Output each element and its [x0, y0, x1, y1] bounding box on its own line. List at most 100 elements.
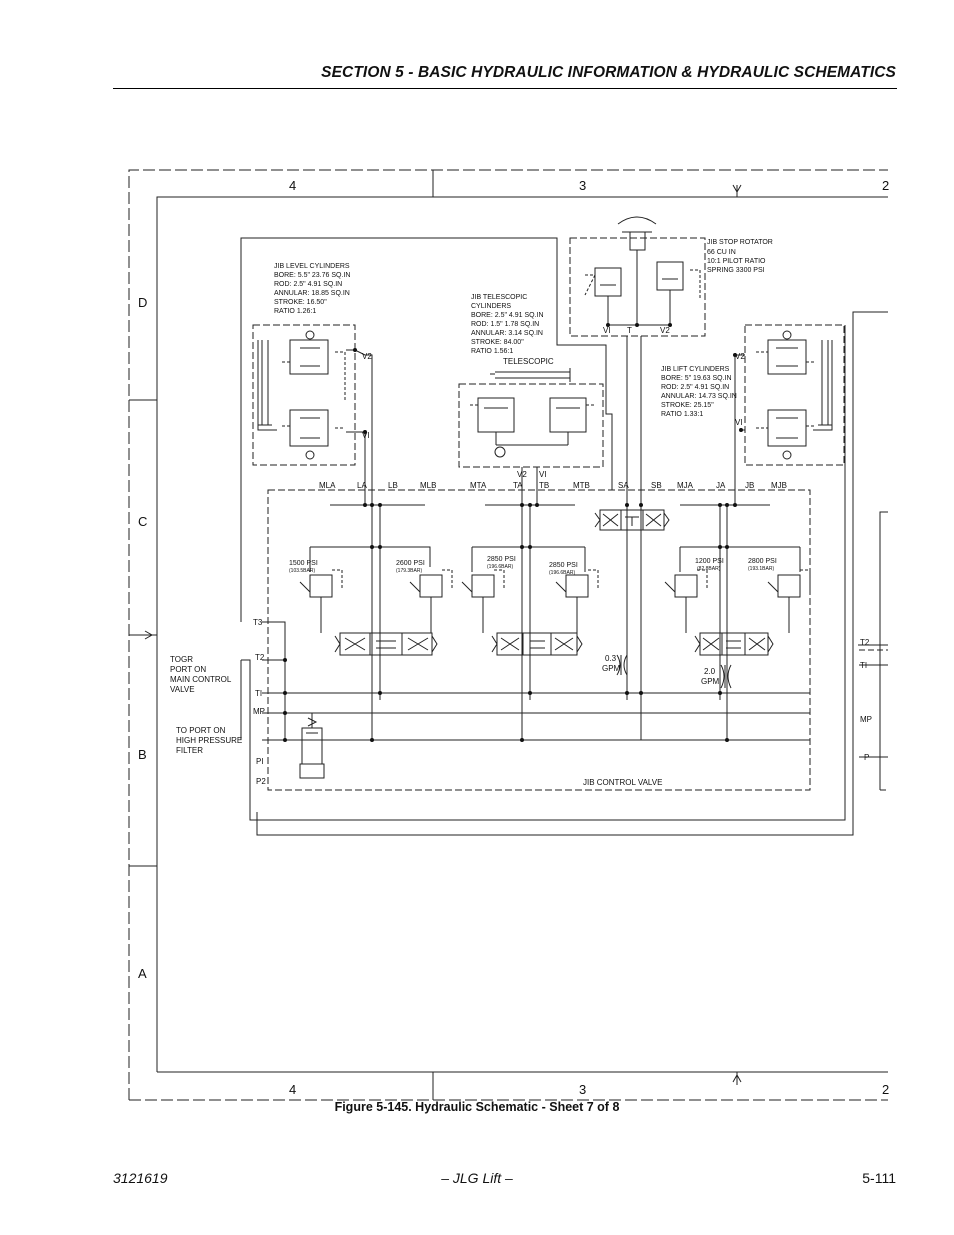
- label-t-rotator: T: [627, 326, 632, 335]
- manual-pump-valve: [299, 713, 325, 779]
- port-mp: MP: [253, 707, 265, 716]
- port-mla: MLA: [319, 481, 336, 490]
- frame-inner-border: [156, 196, 888, 1073]
- relief-5-bar: (82.8BAR): [697, 566, 721, 572]
- figure-caption: Figure 5-145. Hydraulic Schematic - Shee…: [334, 1100, 620, 1114]
- jib-control-valve-box: [267, 489, 811, 791]
- svg-text:JIB STOP ROTATOR: JIB STOP ROTATOR: [707, 239, 773, 246]
- zone-row-d: D: [138, 295, 147, 310]
- svg-text:VALVE: VALVE: [170, 685, 195, 694]
- port-p-right: P: [864, 753, 869, 762]
- svg-text:CYLINDERS: CYLINDERS: [471, 303, 511, 310]
- port-mta: MTA: [470, 481, 487, 490]
- port-mtb: MTB: [573, 481, 590, 490]
- label-v1-right: VI: [735, 418, 743, 427]
- orifice-1-unit: GPM: [602, 664, 621, 673]
- directional-valve-stop: [594, 509, 670, 531]
- label-v1-tele: VI: [539, 470, 547, 479]
- frame-outer-border: [128, 169, 888, 1100]
- port-p1: PI: [256, 757, 264, 766]
- stop-rotator-box: [569, 237, 706, 337]
- zone-col-2-top: 2: [882, 178, 889, 193]
- svg-text:JIB TELESCOPIC: JIB TELESCOPIC: [471, 294, 527, 301]
- port-p2: P2: [256, 777, 266, 786]
- orifice-1-value: 0.3: [605, 654, 617, 663]
- port-mp-right: MP: [860, 715, 872, 724]
- port-t1-right: TI: [860, 661, 867, 670]
- note-jib-telescopic: JIB TELESCOPIC CYLINDERS BORE: 2.5" 4.91…: [471, 294, 544, 355]
- label-jib-control-valve: JIB CONTROL VALVE: [583, 778, 662, 787]
- svg-text:TOGR: TOGR: [170, 655, 193, 664]
- zone-col-3-bottom: 3: [579, 1082, 586, 1097]
- svg-text:BORE: 2.5" 4.91 SQ.IN: BORE: 2.5" 4.91 SQ.IN: [471, 312, 544, 319]
- relief-6-bar: (193.1BAR): [748, 566, 774, 572]
- svg-text:PORT ON: PORT ON: [170, 665, 206, 674]
- svg-text:STROKE: 25.15": STROKE: 25.15": [661, 402, 714, 409]
- svg-text:RATIO 1.26:1: RATIO 1.26:1: [274, 308, 316, 315]
- port-t3: T3: [253, 618, 263, 627]
- stop-rotator: [584, 216, 701, 326]
- footer-doc-number: 3121619: [113, 1170, 168, 1186]
- svg-text:BORE: 5.5" 23.76 SQ.IN: BORE: 5.5" 23.76 SQ.IN: [274, 272, 350, 279]
- svg-text:STROKE: 16.50": STROKE: 16.50": [274, 299, 327, 306]
- directional-valve-3: [694, 632, 774, 656]
- directional-valve-2: [491, 632, 583, 656]
- relief-settings: 1500 PSI (103.5BAR) 2600 PSI (179.3BAR) …: [289, 556, 777, 576]
- orifice-1: [616, 654, 628, 676]
- center-mark-bottom: [732, 1072, 742, 1085]
- label-v2-right: V2: [735, 352, 745, 361]
- relief-2-psi: 2600 PSI: [396, 560, 425, 567]
- footer-center: – JLG Lift –: [441, 1170, 513, 1186]
- port-t2-right: T2: [860, 638, 870, 647]
- label-v2-left: V2: [362, 352, 372, 361]
- header-rule: [113, 88, 897, 89]
- relief-4-bar: (196.6BAR): [549, 570, 575, 576]
- svg-text:ANNULAR: 14.73 SQ.IN: ANNULAR: 14.73 SQ.IN: [661, 393, 737, 400]
- svg-text:ROD: 2.5" 4.91 SQ.IN: ROD: 2.5" 4.91 SQ.IN: [661, 384, 729, 391]
- center-mark-top: [732, 184, 742, 197]
- port-lb: LB: [388, 481, 398, 490]
- svg-text:ANNULAR: 3.14 SQ.IN: ANNULAR: 3.14 SQ.IN: [471, 330, 543, 337]
- label-v2-rotator: V2: [660, 326, 670, 335]
- svg-text:RATIO 1.33:1: RATIO 1.33:1: [661, 411, 703, 418]
- relief-valves: [299, 569, 811, 633]
- svg-text:RATIO 1.56:1: RATIO 1.56:1: [471, 348, 513, 355]
- svg-text:JIB LIFT CYLINDERS: JIB LIFT CYLINDERS: [661, 366, 730, 373]
- note-togr-port: TOGR PORT ON MAIN CONTROL VALVE: [170, 655, 232, 694]
- jib-lift-cylinders-box: [744, 324, 845, 466]
- zone-col-3-top: 3: [579, 178, 586, 193]
- svg-text:ANNULAR: 18.85 SQ.IN: ANNULAR: 18.85 SQ.IN: [274, 290, 350, 297]
- port-sa: SA: [618, 481, 629, 490]
- svg-text:SPRING 3300 PSI: SPRING 3300 PSI: [707, 267, 765, 274]
- pressure-line-p1: [262, 712, 810, 741]
- section-title: SECTION 5 - BASIC HYDRAULIC INFORMATION …: [321, 64, 896, 81]
- relief-3-bar: (196.6BAR): [487, 564, 513, 570]
- relief-2-bar: (179.3BAR): [396, 568, 422, 574]
- svg-text:MAIN CONTROL: MAIN CONTROL: [170, 675, 232, 684]
- svg-text:TO PORT ON: TO PORT ON: [176, 726, 226, 735]
- zone-col-2-bottom: 2: [882, 1082, 889, 1097]
- orifice-2-value: 2.0: [704, 667, 716, 676]
- port-ta: TA: [513, 481, 523, 490]
- note-jib-level: JIB LEVEL CYLINDERS BORE: 5.5" 23.76 SQ.…: [274, 263, 350, 315]
- orifice-2-unit: GPM: [701, 677, 720, 686]
- zone-col-4-top: 4: [289, 178, 296, 193]
- svg-text:ROD: 1.5" 1.78 SQ.IN: ROD: 1.5" 1.78 SQ.IN: [471, 321, 539, 328]
- zone-row-a: A: [138, 966, 147, 981]
- svg-text:10:1 PILOT RATIO: 10:1 PILOT RATIO: [707, 258, 766, 265]
- port-mja: MJA: [677, 481, 694, 490]
- svg-text:FILTER: FILTER: [176, 746, 203, 755]
- zone-row-c: C: [138, 514, 147, 529]
- label-v1-left: VI: [362, 431, 370, 440]
- jib-level-cylinders: [257, 330, 346, 460]
- telescopic-box: [458, 383, 604, 468]
- relief-6-psi: 2800 PSI: [748, 558, 777, 565]
- port-tb: TB: [539, 481, 549, 490]
- zone-dividers: [129, 170, 434, 1100]
- zone-row-b: B: [138, 747, 147, 762]
- svg-text:JIB LEVEL CYLINDERS: JIB LEVEL CYLINDERS: [274, 263, 350, 270]
- svg-text:BORE: 5" 19.63 SQ.IN: BORE: 5" 19.63 SQ.IN: [661, 375, 732, 382]
- directional-valve-1: [334, 632, 438, 656]
- relief-5-psi: 1200 PSI: [695, 558, 724, 565]
